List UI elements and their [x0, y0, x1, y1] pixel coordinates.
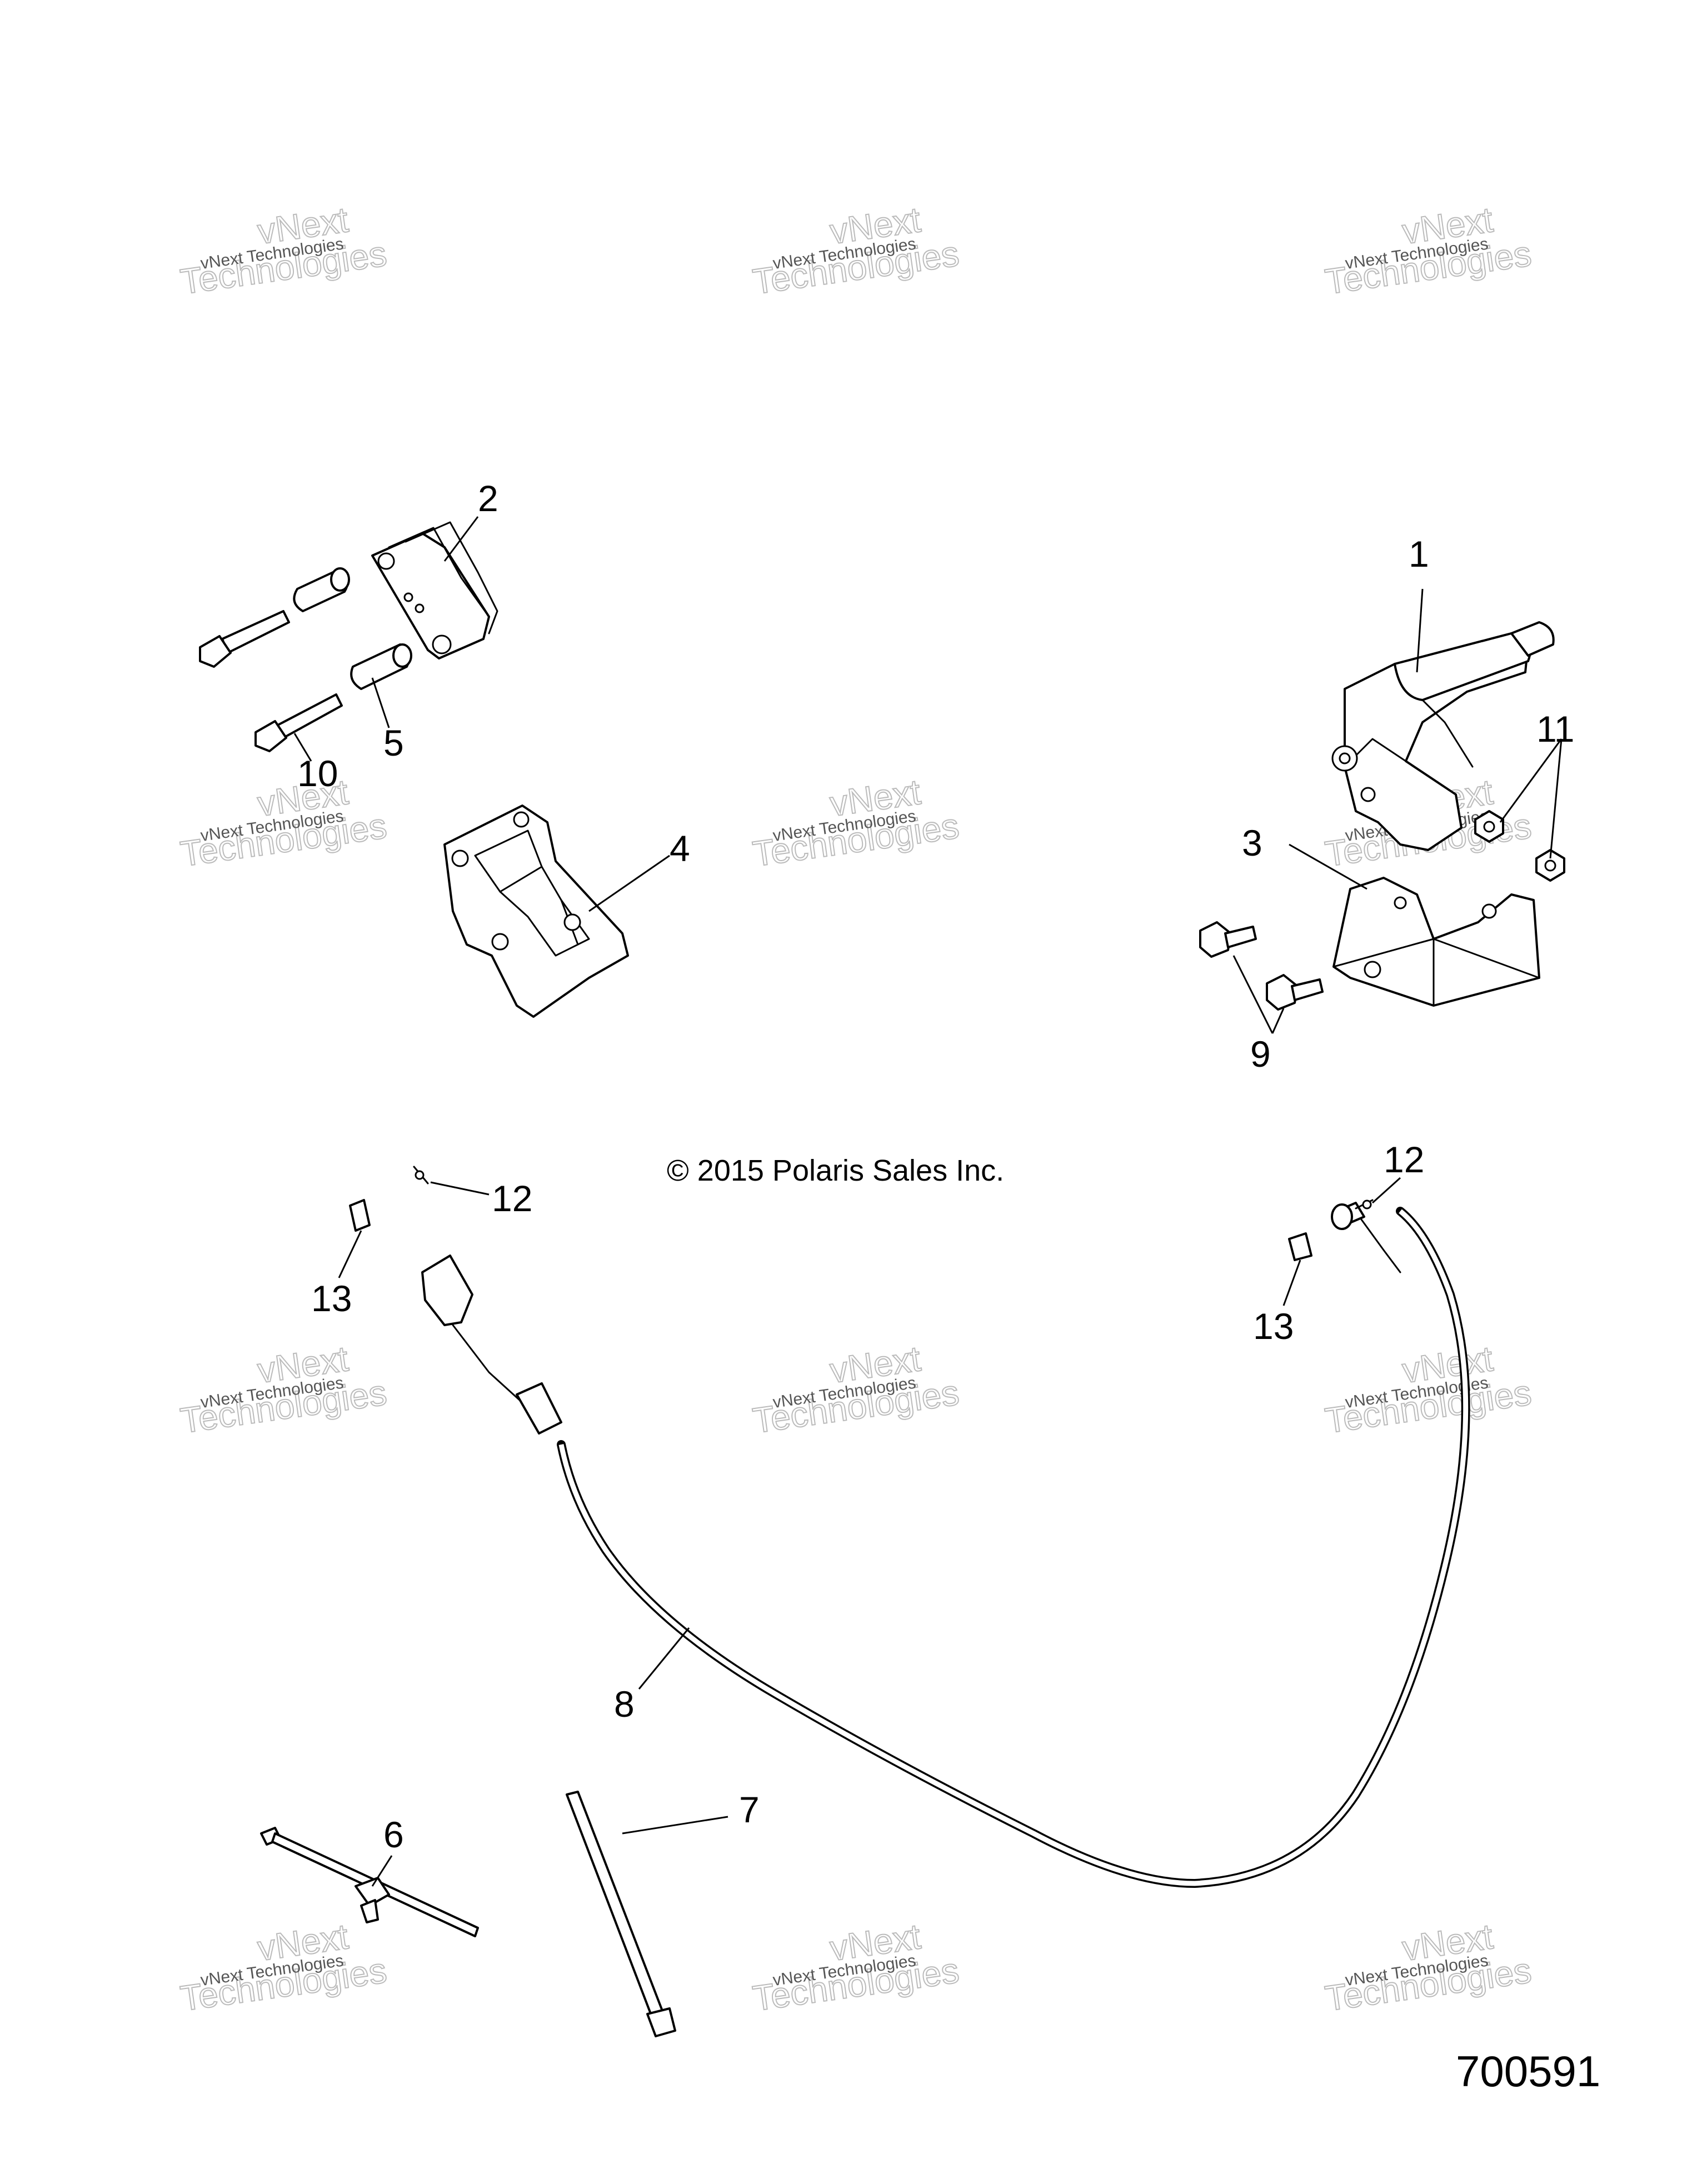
- watermark: Technologies vNext vNext Technologies: [177, 199, 390, 302]
- part-12-clip-left: [413, 1166, 429, 1185]
- diagram-number: 700591: [1456, 2047, 1600, 2096]
- part-9-bolt-left: [1199, 921, 1257, 958]
- part-12-clip-right: [1355, 1199, 1374, 1210]
- part-9-bolt-right: [1266, 974, 1324, 1011]
- watermark: Technologies vNext vNext Technologies: [750, 771, 962, 874]
- part-4-mount-bracket: [443, 804, 629, 1018]
- part-5-spacer-lower: [350, 643, 412, 690]
- callouts: 1 2 3 4 5 6 7 8 9 10 11 12 12 13 13: [297, 478, 1575, 1855]
- callout-10: 10: [297, 753, 338, 794]
- part-13-pin-left: [349, 1199, 371, 1232]
- watermark: Technologies vNext vNext Technologies: [177, 1338, 390, 1441]
- callout-4: 4: [670, 828, 690, 869]
- leader-lines: [293, 516, 1563, 1887]
- callout-8: 8: [614, 1683, 635, 1725]
- callout-11: 11: [1536, 708, 1575, 749]
- part-10-bolt-upper: [199, 610, 290, 668]
- callout-9: 9: [1250, 1033, 1271, 1074]
- part-1-handbrake-lever: [1331, 621, 1555, 851]
- callout-1: 1: [1409, 533, 1429, 574]
- part-13-pin-right: [1288, 1232, 1312, 1261]
- copyright-notice: © 2015 Polaris Sales Inc.: [667, 1154, 1004, 1187]
- callout-13-left: 13: [311, 1278, 352, 1319]
- callout-2: 2: [478, 478, 498, 519]
- watermark: Technologies vNext vNext Technologies: [1322, 1338, 1534, 1441]
- callout-3: 3: [1242, 822, 1262, 863]
- callout-5: 5: [383, 722, 404, 763]
- watermark: Technologies vNext vNext Technologies: [177, 1916, 390, 2019]
- callout-12-right: 12: [1384, 1139, 1424, 1180]
- part-3-base-bracket: [1332, 877, 1540, 1007]
- watermark: Technologies vNext vNext Technologies: [750, 1338, 962, 1441]
- callout-12-left: 12: [492, 1178, 532, 1219]
- part-11-nut-right: [1535, 849, 1565, 882]
- callout-6: 6: [383, 1814, 404, 1855]
- part-2-bracket: [371, 521, 498, 659]
- part-6-cable-tie-clip: [260, 1827, 479, 1937]
- watermark: Technologies vNext vNext Technologies: [750, 199, 962, 302]
- watermarks: Technologies vNext vNext Technologies Te…: [177, 199, 1534, 2019]
- callout-13-right: 13: [1253, 1306, 1294, 1347]
- part-8-brake-cable: [421, 1202, 1470, 1888]
- part-11-nut-left: [1474, 810, 1504, 843]
- part-7-cable-tie: [566, 1791, 676, 2037]
- callout-7: 7: [739, 1789, 760, 1830]
- watermark: Technologies vNext vNext Technologies: [1322, 1916, 1534, 2019]
- part-5-spacer-upper: [293, 567, 350, 612]
- watermark: Technologies vNext vNext Technologies: [750, 1916, 962, 2019]
- part-10-bolt-lower: [254, 693, 343, 752]
- watermark: Technologies vNext vNext Technologies: [177, 771, 390, 874]
- watermark: Technologies vNext vNext Technologies: [1322, 199, 1534, 302]
